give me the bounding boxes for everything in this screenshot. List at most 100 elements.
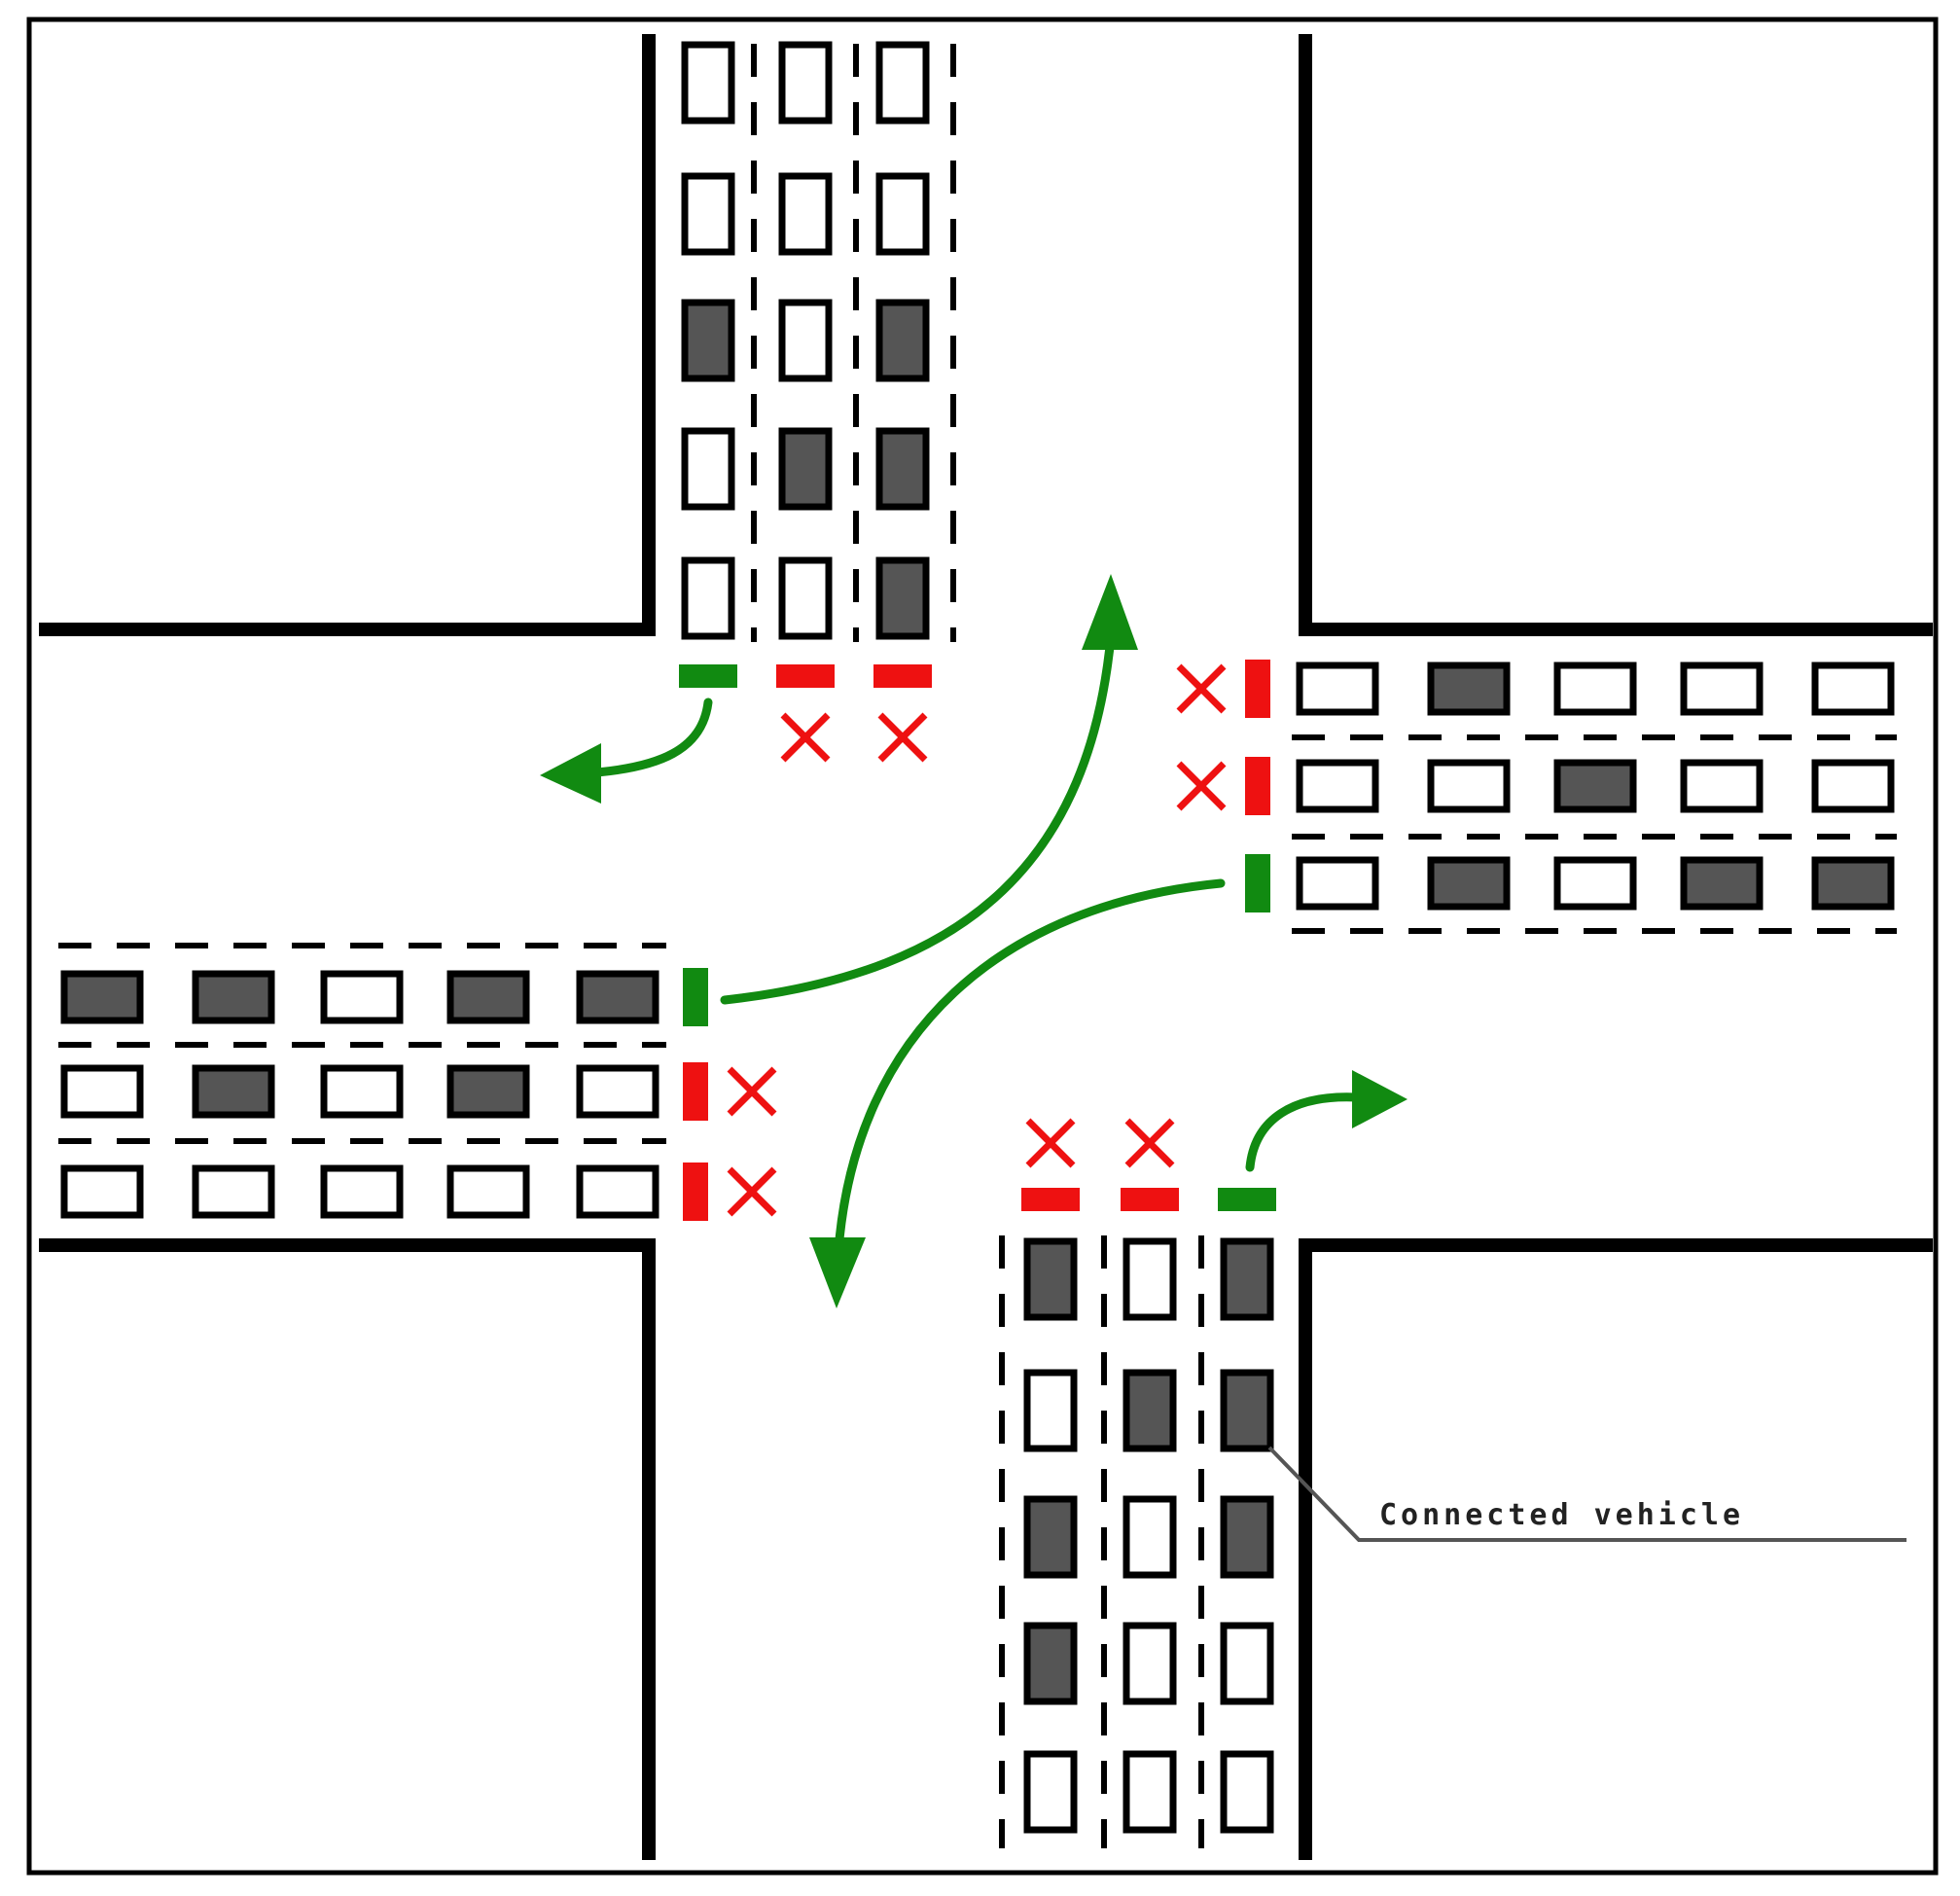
- connected-vehicle-north-lane3-5: [875, 556, 930, 640]
- arrowhead-south-left-turn: [1352, 1070, 1408, 1128]
- vehicle-queues: [60, 41, 1895, 1834]
- connected-vehicle-south-lane3-3: [1220, 1495, 1274, 1579]
- vehicle-south-lane2-1: [1123, 1237, 1177, 1321]
- vehicle-east-lane1-5: [1811, 662, 1895, 716]
- signal-green-north-lane1: [679, 664, 737, 688]
- arrowhead-north-left-turn: [540, 743, 601, 804]
- signal-green-south-lane3: [1218, 1188, 1276, 1211]
- connected-vehicle-south-lane1-4: [1023, 1622, 1078, 1705]
- connected-vehicle-west-lane1-5: [576, 970, 659, 1024]
- stop-x-icon-west-lane3: [727, 1166, 777, 1217]
- arrow-south-left-turn: [1245, 1092, 1362, 1172]
- vehicle-east-lane2-4: [1680, 759, 1764, 813]
- vehicle-east-lane1-4: [1680, 662, 1764, 716]
- curb-northeast: [1299, 34, 1933, 636]
- vehicle-north-lane1-1: [681, 41, 735, 125]
- vehicle-east-lane2-2: [1427, 759, 1511, 813]
- connected-vehicle-south-lane3-1: [1220, 1237, 1274, 1321]
- stop-x-icon-east-lane1: [1176, 663, 1227, 714]
- signal-red-east-lane1: [1245, 660, 1270, 718]
- connected-vehicle-north-lane3-4: [875, 427, 930, 511]
- vehicle-west-lane3-2: [192, 1164, 275, 1219]
- connected-vehicle-south-lane1-3: [1023, 1495, 1078, 1579]
- arrowhead-east-left-turn: [809, 1237, 866, 1308]
- vehicle-east-lane1-3: [1553, 662, 1637, 716]
- vehicle-east-lane2-1: [1296, 759, 1379, 813]
- vehicle-west-lane1-3: [320, 970, 404, 1024]
- stop-x-icon-south-lane1: [1025, 1118, 1076, 1168]
- stop-x-icon-east-lane2: [1176, 761, 1227, 811]
- signal-red-north-lane3: [873, 664, 932, 688]
- connected-vehicle-west-lane2-4: [446, 1064, 530, 1119]
- connected-vehicle-south-lane2-2: [1123, 1369, 1177, 1452]
- connected-vehicle-west-lane2-2: [192, 1064, 275, 1119]
- arrow-west-left-turn: [720, 632, 1116, 1005]
- connected-vehicle-callout: Connected vehicle: [1267, 1446, 1907, 1542]
- signal-red-west-lane2: [683, 1062, 708, 1121]
- connected-vehicle-east-lane1-2: [1427, 662, 1511, 716]
- signal-red-east-lane2: [1245, 757, 1270, 815]
- vehicle-south-lane2-3: [1123, 1495, 1177, 1579]
- vehicle-north-lane3-1: [875, 41, 930, 125]
- arrow-north-left-turn: [579, 698, 713, 778]
- stop-x-icon-north-lane2: [780, 712, 831, 763]
- connected-vehicle-east-lane3-2: [1427, 856, 1511, 911]
- curb-southeast: [1299, 1238, 1933, 1860]
- vehicle-west-lane2-3: [320, 1064, 404, 1119]
- vehicle-west-lane3-5: [576, 1164, 659, 1219]
- connected-vehicle-east-lane3-5: [1811, 856, 1895, 911]
- vehicle-north-lane1-2: [681, 172, 735, 256]
- connected-vehicle-west-lane1-1: [60, 970, 144, 1024]
- stop-x-icon-west-lane2: [727, 1066, 777, 1117]
- vehicle-north-lane2-3: [778, 299, 833, 382]
- signal-red-north-lane2: [776, 664, 835, 688]
- connected-vehicle-west-lane1-2: [192, 970, 275, 1024]
- vehicle-south-lane3-4: [1220, 1622, 1274, 1705]
- connected-vehicle-west-lane1-4: [446, 970, 530, 1024]
- vehicle-north-lane2-5: [778, 556, 833, 640]
- road-curbs: [39, 34, 1933, 1860]
- lane-lines: [58, 44, 1897, 1848]
- diagram-frame: [26, 17, 1939, 1876]
- lane-signals: [679, 660, 1276, 1221]
- connected-vehicle-north-lane1-3: [681, 299, 735, 382]
- vehicle-east-lane3-3: [1553, 856, 1637, 911]
- signal-red-west-lane3: [683, 1163, 708, 1221]
- connected-vehicle-south-lane3-2: [1220, 1369, 1274, 1452]
- vehicle-east-lane3-1: [1296, 856, 1379, 911]
- connected-vehicle-east-lane3-4: [1680, 856, 1764, 911]
- vehicle-south-lane2-5: [1123, 1750, 1177, 1834]
- vehicle-south-lane1-2: [1023, 1369, 1078, 1452]
- callout-label: Connected vehicle: [1379, 1498, 1744, 1532]
- signal-green-east-lane3: [1245, 854, 1270, 912]
- vehicle-east-lane1-1: [1296, 662, 1379, 716]
- vehicle-south-lane1-5: [1023, 1750, 1078, 1834]
- curb-northwest: [39, 34, 656, 636]
- connected-vehicle-south-lane1-1: [1023, 1237, 1078, 1321]
- vehicle-north-lane2-1: [778, 41, 833, 125]
- connected-vehicle-north-lane2-4: [778, 427, 833, 511]
- vehicle-north-lane1-4: [681, 427, 735, 511]
- vehicle-south-lane3-5: [1220, 1750, 1274, 1834]
- signal-green-west-lane1: [683, 968, 708, 1026]
- stop-x-icon-north-lane3: [877, 712, 928, 763]
- signal-red-south-lane2: [1121, 1188, 1179, 1211]
- vehicle-west-lane3-1: [60, 1164, 144, 1219]
- vehicle-south-lane2-4: [1123, 1622, 1177, 1705]
- movement-arrows: [540, 574, 1408, 1308]
- stop-x-icon-south-lane2: [1124, 1118, 1175, 1168]
- arrow-east-left-turn: [834, 878, 1226, 1255]
- vehicle-west-lane2-1: [60, 1064, 144, 1119]
- signal-red-south-lane1: [1021, 1188, 1080, 1211]
- connected-vehicle-east-lane2-3: [1553, 759, 1637, 813]
- vehicle-west-lane2-5: [576, 1064, 659, 1119]
- vehicle-north-lane1-5: [681, 556, 735, 640]
- vehicle-west-lane3-4: [446, 1164, 530, 1219]
- vehicle-west-lane3-3: [320, 1164, 404, 1219]
- curb-southwest: [39, 1238, 656, 1860]
- arrowhead-west-left-turn: [1082, 574, 1138, 650]
- callout-leader-line: [1267, 1446, 1907, 1542]
- vehicle-north-lane3-2: [875, 172, 930, 256]
- vehicle-north-lane2-2: [778, 172, 833, 256]
